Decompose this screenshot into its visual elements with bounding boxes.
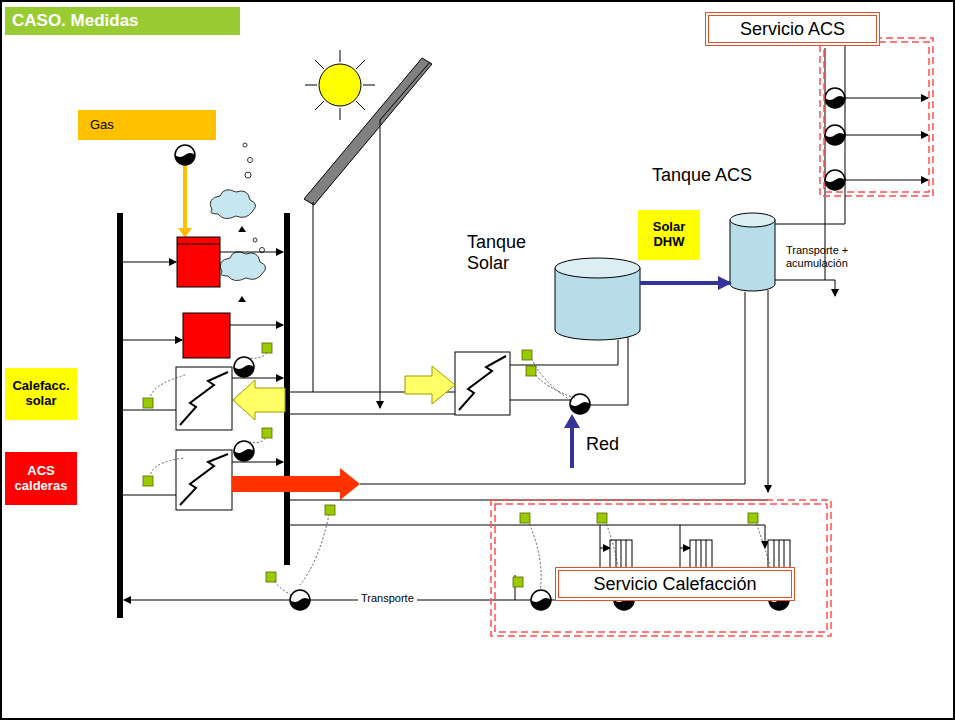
tanks — [555, 213, 775, 340]
node-label: Calefacc. solar — [9, 379, 73, 409]
pipe-note: Transporte + acumulación — [786, 244, 906, 270]
service-zones — [491, 38, 933, 636]
solar-panel — [304, 50, 432, 205]
pipe-note: Transporte — [358, 592, 417, 605]
dhw-tank: Tanque ACS — [730, 213, 775, 293]
solar-heat-arrow — [233, 380, 285, 420]
title-text: CASO. Medidas — [12, 11, 139, 31]
sensors — [143, 343, 758, 587]
node-label: Tanque ACS — [652, 165, 802, 186]
solar-tank: Tanque Solar — [555, 258, 640, 342]
heating-pipes — [124, 525, 780, 600]
title-band — [5, 7, 240, 35]
node-label: Servicio ACS — [740, 19, 845, 40]
node-label: ACS calderas — [9, 464, 73, 494]
node-label: Tanque Solar — [467, 232, 549, 273]
return-manifold — [117, 213, 123, 618]
service-box: Servicio Calefacción — [555, 567, 795, 601]
label-box: Solar DHW — [638, 210, 700, 260]
solar-loop — [290, 62, 628, 415]
boilers — [123, 237, 283, 358]
gas-supply — [175, 143, 266, 302]
node-label: Solar DHW — [642, 220, 696, 250]
service-box: Servicio ACS — [705, 12, 880, 46]
solar-heat-arrow — [405, 366, 455, 404]
label-box: Calefacc. solar — [5, 368, 77, 420]
gas-box: Gas — [78, 110, 216, 140]
sensors — [150, 350, 775, 595]
connector — [640, 281, 730, 285]
mains-label: Red — [586, 434, 619, 456]
boiler-dhw-arrow — [232, 468, 360, 500]
mains-arrow — [570, 425, 574, 468]
node-label: Gas — [90, 118, 114, 133]
connector — [775, 46, 845, 224]
node-label: Servicio Calefacción — [593, 574, 756, 595]
dhw-pipes — [290, 48, 928, 500]
mains-arrowhead — [564, 414, 580, 428]
label-box: ACS calderas — [5, 452, 77, 505]
